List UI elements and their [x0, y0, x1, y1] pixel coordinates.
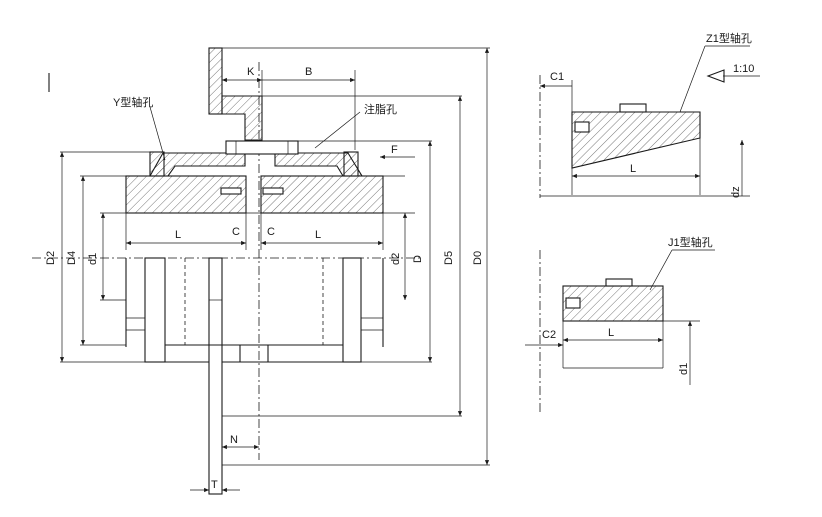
- brake-disc-bottom: [208, 257, 223, 495]
- label-C2: C2: [542, 329, 556, 341]
- label-L-right: L: [315, 229, 321, 241]
- label-C-left: C: [232, 226, 240, 238]
- label-C-right: C: [267, 226, 275, 238]
- label-L-left: L: [175, 229, 181, 241]
- label-N: N: [230, 434, 238, 446]
- label-C1: C1: [550, 71, 564, 83]
- label-D: D: [412, 255, 424, 263]
- label-K: K: [247, 66, 255, 78]
- left-end-seal: [149, 151, 165, 177]
- bolt: [225, 140, 299, 155]
- label-taper: 1:10: [733, 63, 754, 75]
- label-y-bore: Y型轴孔: [113, 95, 153, 109]
- label-D4: D4: [66, 251, 78, 265]
- label-j1-bore: J1型轴孔: [668, 235, 713, 249]
- label-z1-bore: Z1型轴孔: [706, 31, 752, 45]
- label-D2: D2: [45, 251, 57, 265]
- main-view: [32, 47, 490, 495]
- lower-half-outline: [125, 257, 384, 363]
- label-T: T: [211, 479, 218, 491]
- label-d1-j1: d1: [678, 363, 690, 375]
- label-d2: d2: [390, 253, 402, 265]
- flange-section: [221, 95, 263, 141]
- z1-bore-view: [539, 45, 760, 198]
- label-d1-main: d1: [87, 253, 99, 265]
- label-D0: D0: [472, 251, 484, 265]
- label-D5: D5: [443, 251, 455, 265]
- label-L-j1: L: [608, 327, 614, 339]
- label-B: B: [305, 66, 312, 78]
- j1-bore-view: [525, 249, 715, 412]
- z1-hub-section: [571, 111, 701, 169]
- label-dz: dz: [730, 186, 742, 198]
- label-grease-hole: 注脂孔: [364, 102, 397, 116]
- label-L-z1: L: [630, 163, 636, 175]
- brake-disc-top: [208, 47, 223, 115]
- right-end-seal: [343, 151, 359, 177]
- label-F: F: [391, 144, 398, 156]
